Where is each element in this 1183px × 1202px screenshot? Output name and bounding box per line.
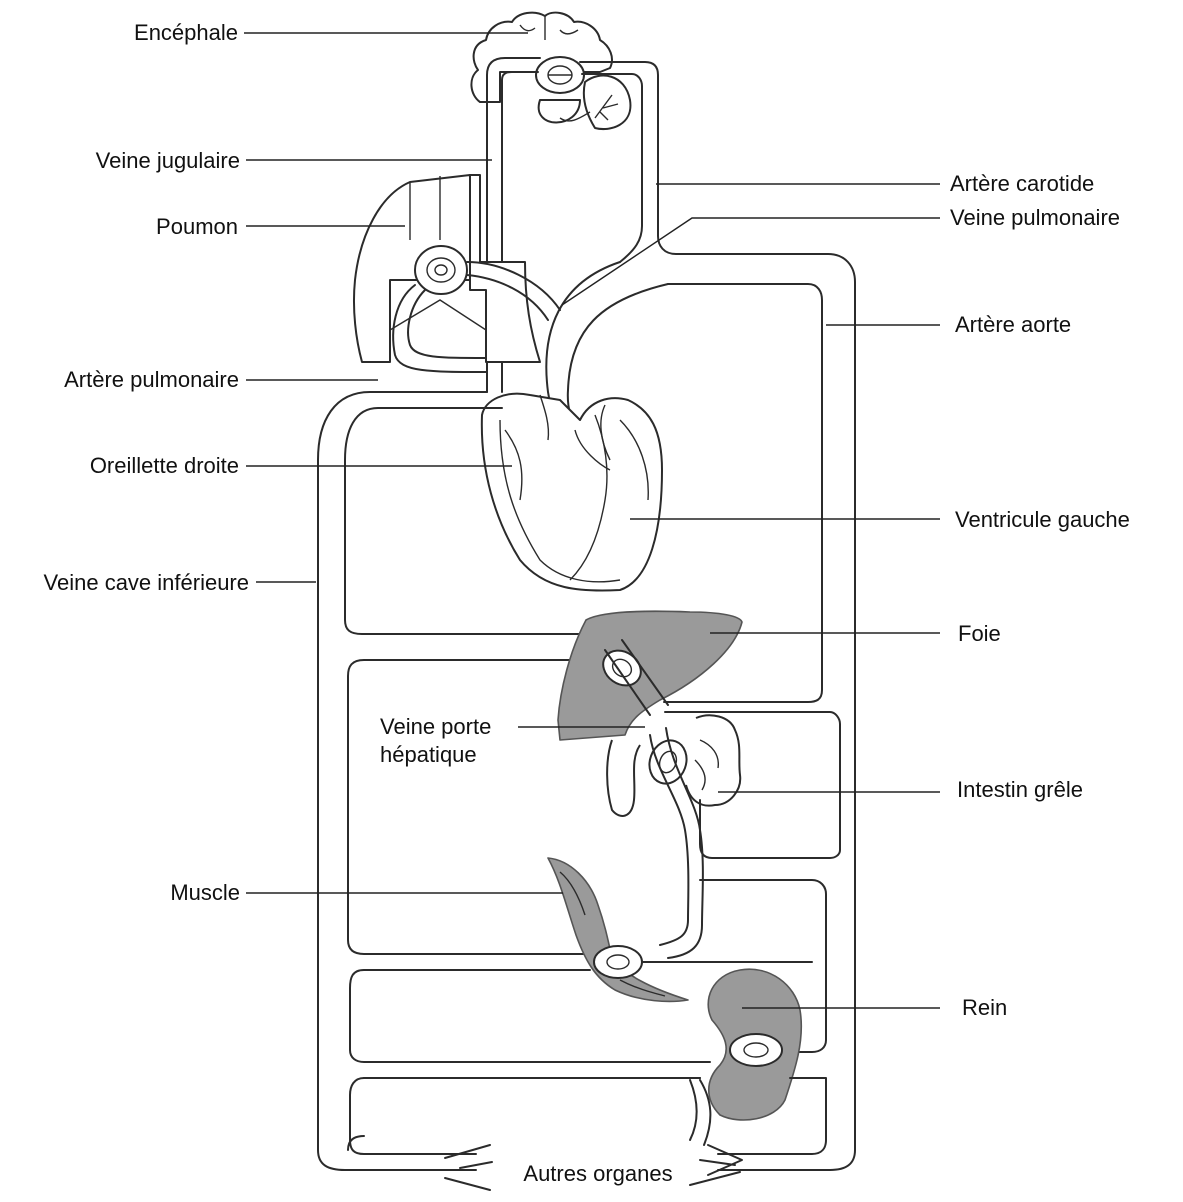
label-autres-organes: Autres organes — [523, 1161, 672, 1186]
label-foie: Foie — [958, 621, 1001, 646]
label-encephale: Encéphale — [134, 20, 238, 45]
label-muscle: Muscle — [170, 880, 240, 905]
brain-capillary — [536, 57, 630, 129]
label-veine-pulmonaire: Veine pulmonaire — [950, 205, 1120, 230]
label-veine-porte-line2: hépatique — [380, 742, 477, 767]
label-rein: Rein — [962, 995, 1007, 1020]
label-intestin-grele: Intestin grêle — [957, 777, 1083, 802]
label-poumon: Poumon — [156, 214, 238, 239]
lung — [354, 175, 560, 372]
label-veine-jugulaire: Veine jugulaire — [96, 148, 240, 173]
muscle — [548, 858, 688, 1001]
label-artere-carotide: Artère carotide — [950, 171, 1094, 196]
label-veine-porte-line1: Veine porte — [380, 714, 491, 739]
label-veine-cave-inferieure: Veine cave inférieure — [44, 570, 249, 595]
heart — [482, 394, 662, 591]
label-oreillette-droite: Oreillette droite — [90, 453, 239, 478]
label-ventricule-gauche: Ventricule gauche — [955, 507, 1130, 532]
label-artere-aorte: Artère aorte — [955, 312, 1071, 337]
label-artere-pulmonaire: Artère pulmonaire — [64, 367, 239, 392]
intestine — [607, 712, 840, 958]
kidney — [690, 969, 801, 1145]
labels: Encéphale Veine jugulaire Poumon Artère … — [44, 20, 1130, 1186]
